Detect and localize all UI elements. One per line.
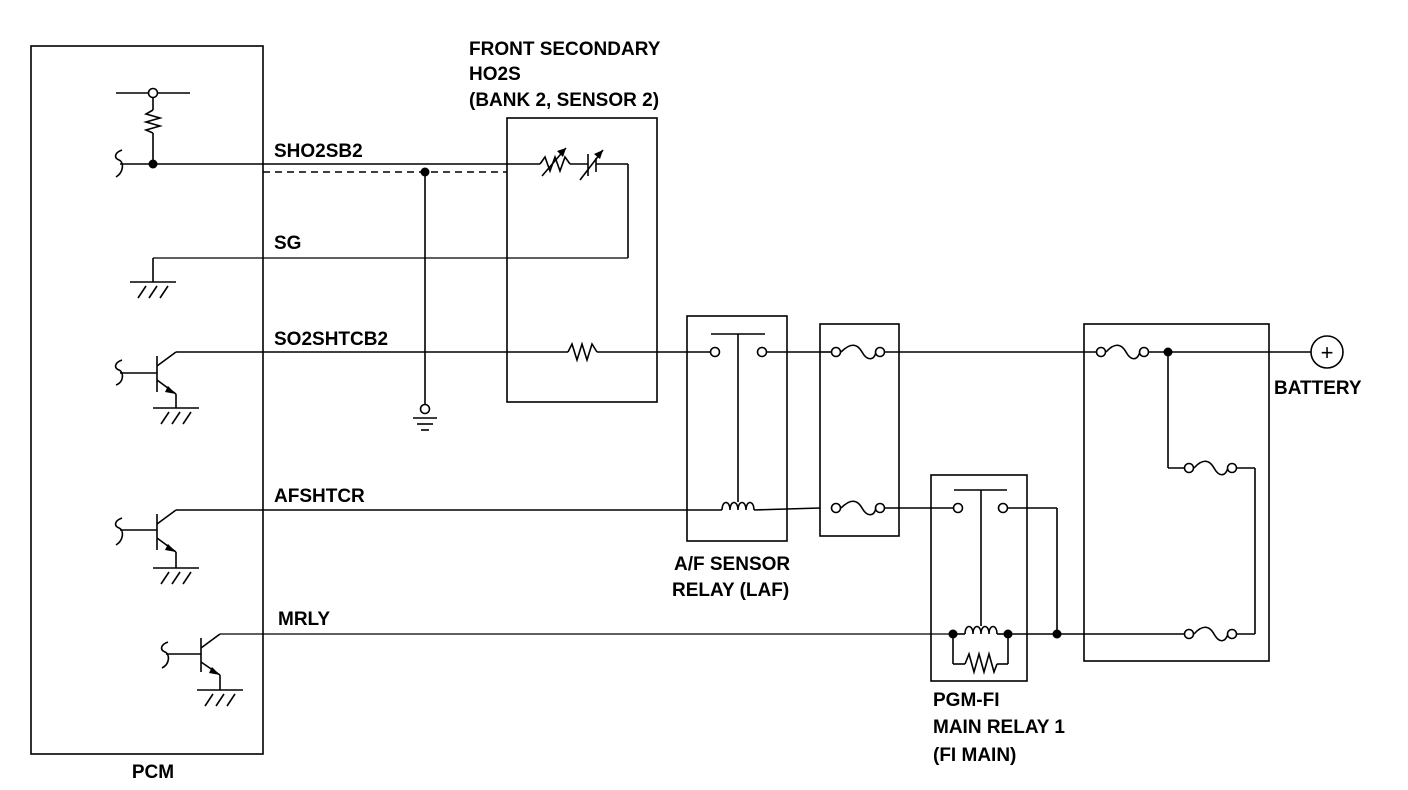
fuse-top-right — [1095, 344, 1311, 469]
pgmfi-relay-switch — [952, 489, 1062, 639]
wire-label-mrly: MRLY — [278, 609, 330, 630]
fuse-top-middle — [820, 344, 1097, 360]
pcm-transistor-so2shtcb2 — [114, 351, 199, 425]
af-sensor-relay-box — [686, 315, 788, 542]
fuse-bottom-right — [1183, 626, 1255, 642]
ho2s-sensor-element — [539, 147, 629, 258]
battery-plus-icon: + — [1321, 340, 1334, 365]
pcm-box — [30, 45, 264, 755]
fuse-box-right — [1083, 323, 1270, 662]
wire-label-afshtcr: AFSHTCR — [274, 486, 365, 507]
battery-label: BATTERY — [1274, 378, 1362, 399]
shield-wire — [263, 167, 507, 431]
wire-label-so2shtcb2: SO2SHTCB2 — [274, 329, 388, 350]
ho2s-box — [506, 117, 658, 403]
pcm-transistor-afshtcr — [114, 509, 199, 585]
ho2s-label-line1: FRONT SECONDARY — [469, 39, 661, 60]
pgmfi-main-relay-box — [930, 474, 1028, 682]
fuse-bottom-middle — [830, 500, 953, 516]
pgmfi-label-line2: MAIN RELAY 1 — [933, 717, 1065, 738]
ho2s-label-line2: HO2S — [469, 64, 521, 85]
wire-sg — [130, 257, 628, 299]
wire-so2shtcb2 — [176, 341, 710, 363]
pcm-transistor-mrly — [160, 633, 243, 707]
ho2s-label-line3: (BANK 2, SENSOR 2) — [469, 90, 659, 111]
af-relay-label-line2: RELAY (LAF) — [672, 580, 789, 601]
af-relay-label-line1: A/F SENSOR — [674, 554, 790, 575]
fuse-middle-right — [1183, 460, 1256, 634]
pcm-label: PCM — [132, 762, 174, 783]
wire-label-sho2sb2: SHO2SB2 — [274, 141, 363, 162]
pgmfi-relay-coil — [948, 625, 1013, 675]
wire-afshtcr — [176, 501, 821, 511]
fuse-box-middle — [819, 323, 900, 537]
pgmfi-label-line1: PGM-FI — [933, 690, 1000, 711]
wire-label-sg: SG — [274, 233, 301, 254]
battery-terminal: + — [1310, 335, 1344, 369]
pgmfi-label-line3: (FI MAIN) — [933, 745, 1016, 766]
af-relay-switch — [709, 333, 820, 502]
